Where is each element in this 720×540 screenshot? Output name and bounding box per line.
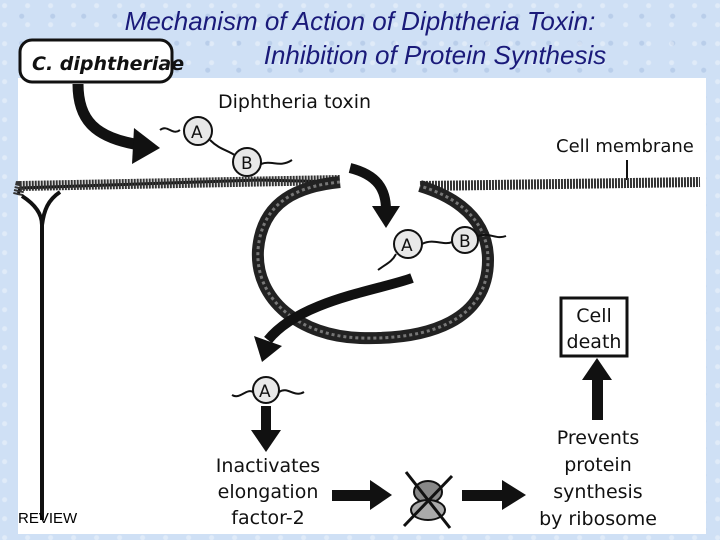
vesicle-ab-link xyxy=(421,240,453,245)
release-arrowhead xyxy=(132,128,160,164)
toxin-a-letter: A xyxy=(191,123,203,143)
title-line-1: Mechanism of Action of Diphtheria Toxin: xyxy=(124,6,596,36)
vesicle-a-letter: A xyxy=(401,236,413,256)
release-arrow-shaft xyxy=(72,83,141,151)
cell-edge-left xyxy=(20,194,44,520)
inactivates-line-3: factor-2 xyxy=(231,507,304,529)
release-a-arrow-shaft xyxy=(264,273,414,344)
vesicle-a-tail xyxy=(377,253,397,271)
flow-arrow-2-head xyxy=(502,480,526,510)
flow-arrow-1-head xyxy=(370,480,392,510)
membrane-left-body xyxy=(13,175,341,197)
toxin-a-tail xyxy=(159,127,181,133)
inactivates-line-1: Inactivates xyxy=(216,455,320,477)
entry-arrowhead xyxy=(372,206,400,228)
review-label: REVIEW xyxy=(18,510,78,527)
slide-title: Mechanism of Action of Diphtheria Toxin:… xyxy=(0,4,720,72)
cytosol-a-letter: A xyxy=(259,382,271,402)
prevents-line-2: protein xyxy=(564,454,632,476)
inactivate-arrowhead xyxy=(251,430,281,452)
prevents-line-1: Prevents xyxy=(557,427,640,449)
cell-death-line-1: Cell xyxy=(576,305,612,327)
flow-arrow-1-shaft xyxy=(332,490,372,501)
endocytic-vesicle xyxy=(251,176,495,345)
toxin-ab-link xyxy=(209,139,237,157)
cell-death-line-2: death xyxy=(567,331,622,353)
death-arrow-shaft xyxy=(592,378,603,420)
inactivate-arrow-shaft xyxy=(261,406,271,432)
entry-arrow-shaft xyxy=(348,163,391,211)
toxin-subunit-a xyxy=(183,116,213,146)
cytosol-a-tail-left xyxy=(231,390,254,398)
vesicle-b-tail xyxy=(477,233,507,239)
organism-box xyxy=(18,38,174,84)
cross-out-line-2 xyxy=(402,474,454,528)
flow-arrow-2-shaft xyxy=(462,490,504,501)
cell-edge-curve xyxy=(40,190,62,226)
cytosol-a-tail-right xyxy=(278,389,305,395)
toxin-b-tail xyxy=(260,159,293,165)
title-line-2: Inhibition of Protein Synthesis xyxy=(263,40,607,70)
toxin-label: Diphtheria toxin xyxy=(218,91,371,113)
release-a-arrowhead xyxy=(254,336,282,362)
cell-death-box xyxy=(559,296,629,358)
toxin-b-letter: B xyxy=(241,154,253,174)
vesicle-subunit-b xyxy=(451,226,479,254)
cytosol-subunit-a xyxy=(252,376,280,404)
organism-label: C. diphtheriae xyxy=(32,53,184,75)
membrane-right-body xyxy=(419,177,701,191)
prevents-line-3: synthesis xyxy=(553,481,642,503)
vesicle-b-letter: B xyxy=(459,232,471,252)
inactivates-line-2: elongation xyxy=(218,481,319,503)
membrane-label: Cell membrane xyxy=(556,136,694,157)
death-arrowhead xyxy=(582,358,612,380)
toxin-subunit-b xyxy=(232,147,262,177)
prevents-line-4: by ribosome xyxy=(539,508,657,530)
